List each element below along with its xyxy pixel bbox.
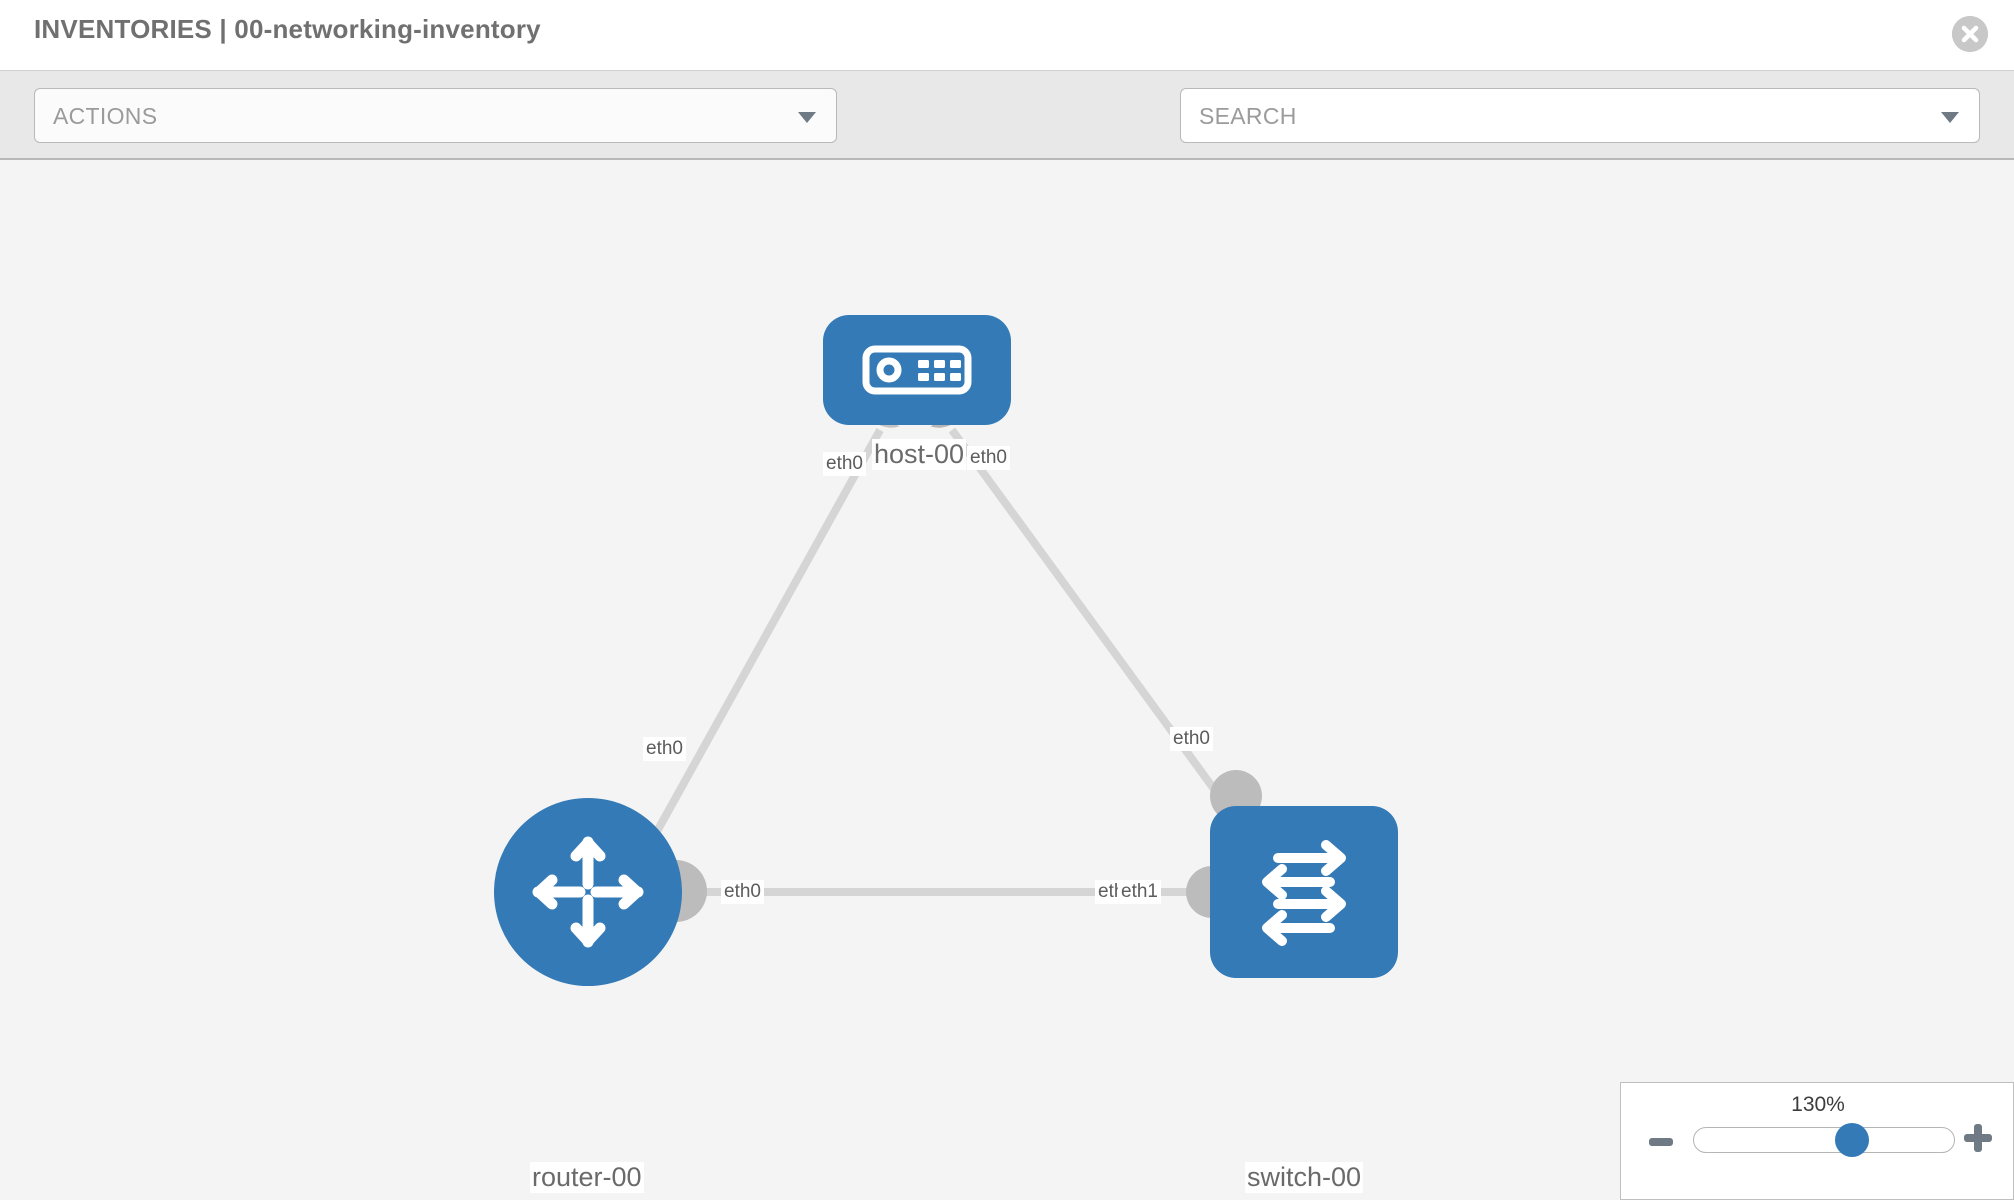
zoom-out-button[interactable] [1648,1129,1674,1155]
edge-host-router [636,428,884,864]
topology-canvas[interactable]: host-00 router-00 switch-00 eth0 eth0 et… [0,162,2014,1200]
edge-label-switch-uplink-eth0: eth0 [1170,727,1213,751]
node-host-00[interactable] [823,315,1011,425]
node-switch-00[interactable] [1210,806,1398,978]
edge-label-host-eth0-left: eth0 [823,452,866,476]
node-label-host-00: host-00 [872,439,967,470]
edge-label-router-uplink-eth0: eth0 [643,737,686,761]
edge-label-router-eth0: eth0 [721,880,764,904]
zoom-level-label: 130% [1791,1093,1845,1116]
edge-label-switch-eth1: eth1 [1118,880,1161,904]
plus-icon [1964,1124,1992,1152]
close-icon [1952,16,1988,52]
page-title: INVENTORIES | 00-networking-inventory [34,14,541,44]
actions-dropdown[interactable]: ACTIONS [34,88,837,143]
minus-icon [1649,1138,1673,1146]
router-arrows-icon [494,798,682,986]
zoom-slider-track[interactable] [1693,1123,1955,1157]
edge-label-host-eth0-right: eth0 [967,446,1010,470]
node-switch-00-shape [1210,806,1398,978]
edge-host-switch [948,427,1242,825]
node-host-00-shape [823,315,1011,425]
search-placeholder: SEARCH [1199,103,1297,129]
node-label-switch-00: switch-00 [1245,1162,1364,1193]
toolbar: ACTIONS SEARCH [0,70,2014,203]
chevron-down-icon [798,112,816,123]
zoom-in-button[interactable] [1963,1123,1993,1153]
close-button[interactable] [1952,16,1988,52]
switch-arrows-icon [1210,806,1398,978]
zoom-slider-thumb[interactable] [1835,1123,1870,1157]
search-input[interactable]: SEARCH [1180,88,1980,143]
page-header: INVENTORIES | 00-networking-inventory [0,0,2014,70]
actions-dropdown-label: ACTIONS [53,103,158,129]
port-router-eth0[interactable] [676,860,707,922]
node-router-00[interactable] [494,798,682,986]
server-icon [823,315,1011,425]
node-router-00-shape [494,798,682,986]
chevron-down-icon [1941,112,1959,123]
zoom-control-panel: 130% [1620,1082,2014,1200]
node-label-router-00: router-00 [530,1162,644,1193]
